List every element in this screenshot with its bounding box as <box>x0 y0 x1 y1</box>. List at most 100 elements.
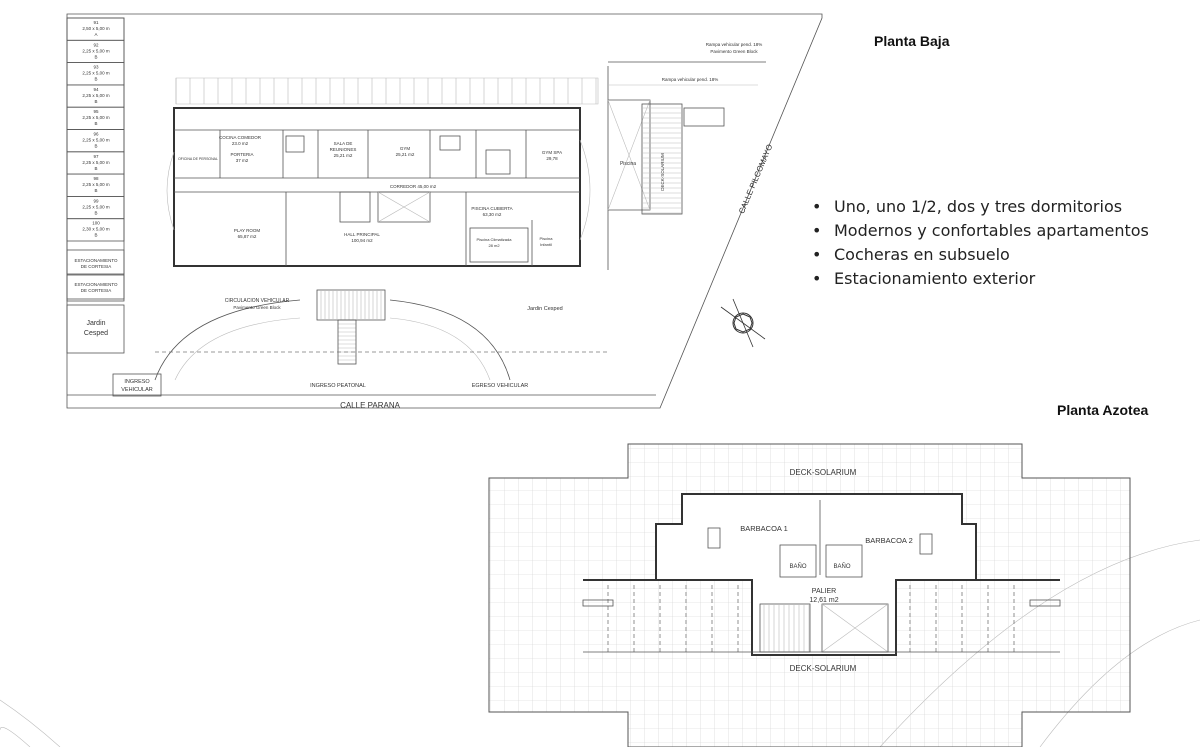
parking-spot-num: 93 <box>93 65 99 70</box>
ingreso-vehicular-label-1: INGRESO <box>124 379 150 385</box>
piscina-cubierta-label-1: PISCINA CUBIERTA <box>471 206 512 211</box>
parking-spot-type: A <box>94 32 97 37</box>
gym-spa-label-2: 29,78 <box>546 156 558 161</box>
gym-label-1: GYM <box>400 146 411 151</box>
piscina-label: Piscina <box>620 161 636 167</box>
feature-item: Uno, uno 1/2, dos y tres dormitorios <box>812 196 1149 217</box>
sala-label-2: REUNIONES <box>330 147 357 152</box>
sala-label-3: 25,21 m2 <box>334 153 353 158</box>
parking-spot-num: 95 <box>93 109 99 114</box>
roof-deck-dividers <box>583 585 1060 653</box>
ramp-top-label-1: Rampa vehicular pend. 18% <box>706 42 763 47</box>
parking-spot-num: 92 <box>93 42 99 47</box>
feature-item: Cocheras en subsuelo <box>812 244 1149 265</box>
courtesy-parking-label-1a: ESTACIONAMIENTO <box>74 258 118 263</box>
jardin-left <box>66 304 125 354</box>
parking-spot-size: 2,25 x 5,00 m <box>82 138 110 143</box>
parking-spot-num: 91 <box>93 20 99 25</box>
roof-skylight-left <box>582 599 614 607</box>
parking-spot-num: 96 <box>93 132 99 137</box>
porteria-label-2: 37 m2 <box>236 158 249 163</box>
parking-spot-type: B <box>94 166 97 171</box>
ramp-mid-label: Rampa vehicular pend. 18% <box>662 77 719 82</box>
parking-spot-type: B <box>94 77 97 82</box>
parking-spot-num: 99 <box>93 198 99 203</box>
parking-spot-type: B <box>94 233 97 238</box>
parking-spot-size: 2,25 x 5,00 m <box>82 204 110 209</box>
sala-label-1: SALA DE <box>334 141 353 146</box>
building <box>166 107 591 267</box>
courtesy-parking-label-2b: DE CORTESIA <box>81 288 111 293</box>
cocina-label-2: 23.0 m2 <box>232 141 249 146</box>
jardin-left-label-1: Jardin <box>86 320 105 327</box>
calle-parana-label: CALLE PARANA <box>340 401 401 410</box>
parking-spot-size: 2,25 x 5,00 m <box>82 115 110 120</box>
roof-structure <box>583 493 1060 656</box>
top-parking-row <box>175 77 599 105</box>
courtesy-parking-box <box>66 274 125 300</box>
parking-spot-type: B <box>94 99 97 104</box>
palier-label-2: 12,61 m2 <box>809 597 838 604</box>
piscina-infantil-label-2: Infantil <box>540 242 552 247</box>
feature-item: Modernos y confortables apartamentos <box>812 220 1149 241</box>
barbacoa-1-label: BARBACOA 1 <box>740 524 788 533</box>
roof-skylight-right <box>1029 599 1061 607</box>
play-room-label-2: 65,87 m2 <box>238 234 257 239</box>
planta-azotea-title: Planta Azotea <box>1057 402 1149 418</box>
feature-list: Uno, uno 1/2, dos y tres dormitorios Mod… <box>812 196 1149 292</box>
parking-spot-size: 2,25 x 5,00 m <box>82 48 110 53</box>
jardin-left-label-2: Cesped <box>84 330 108 337</box>
egreso-vehicular-label: EGRESO VEHICULAR <box>472 383 529 389</box>
piscina-cubierta-label-2: 63,30 m2 <box>483 212 502 217</box>
palier-label-1: PALIER <box>812 588 836 595</box>
porteria-label-1: PORTERIA <box>231 152 254 157</box>
ingreso-vehicular-label-2: VEHICULAR <box>121 387 153 393</box>
deck-solarium-bottom: DECK-SOLARIUM <box>790 664 857 673</box>
parking-spot-type: B <box>94 54 97 59</box>
deck-solarium-ground-label: DECK-SOLARIUM <box>660 153 665 191</box>
bano-1-label: BAÑO <box>789 563 806 570</box>
courtesy-parking-label-2a: ESTACIONAMIENTO <box>74 282 118 287</box>
parking-spot-type: B <box>94 210 97 215</box>
parking-spot-size: 2,50 x 5,00 m <box>82 26 110 31</box>
corredor-label: CORREDOR 45,00 m2 <box>390 184 437 189</box>
ramp-top-label-2: Pavimento Green Block <box>710 49 758 54</box>
planta-baja-title: Planta Baja <box>874 33 950 49</box>
piscina-infantil-label-1: Piscina <box>540 236 554 241</box>
parking-spot-num: 97 <box>93 154 99 159</box>
parking-spot <box>66 218 125 242</box>
parking-spot-type: B <box>94 121 97 126</box>
compass-icon <box>720 298 766 348</box>
parking-spot-type: B <box>94 144 97 149</box>
gym-label-2: 25,21 m2 <box>396 152 415 157</box>
parking-spot-type: B <box>94 188 97 193</box>
play-room-label-1: PLAY ROOM <box>234 228 261 233</box>
parking-spot-num: 94 <box>93 87 99 92</box>
piscina-climatizada-label-1: Piscina Climatizada <box>477 237 513 242</box>
bano-2-label: BAÑO <box>833 563 850 570</box>
parking-spot-size: 2,30 x 5,00 m <box>82 227 110 232</box>
courtesy-parking-box <box>66 249 125 275</box>
parking-spot-num: 98 <box>93 176 99 181</box>
feature-item: Estacionamiento exterior <box>812 268 1149 289</box>
piscina-climatizada-label-2: 28 m2 <box>488 243 500 248</box>
courtesy-parking-label-1b: DE CORTESIA <box>81 264 111 269</box>
parking-spot-size: 2,25 x 5,00 m <box>82 160 110 165</box>
circulation-label-2: Pavimento Green Block <box>233 305 281 310</box>
oficina-label: OFICINA DE PERSONAL <box>178 157 218 161</box>
parking-spot-size: 2,25 x 5,00 m <box>82 182 110 187</box>
circulation-label-1: CIRCULACION VEHICULAR <box>225 298 290 304</box>
hall-label-1: HALL PRINCIPAL <box>344 232 380 237</box>
deck-solarium-top: DECK-SOLARIUM <box>790 468 857 477</box>
cocina-label-1: COCINA COMEDOR <box>219 135 262 140</box>
ingreso-peatonal-label: INGRESO PEATONAL <box>310 383 366 389</box>
barbacoa-2-label: BARBACOA 2 <box>865 536 913 545</box>
gym-spa-label-1: GYM SPA <box>542 150 562 155</box>
parking-spot-num: 100 <box>92 221 100 226</box>
jardin-right-label: Jardin Cesped <box>527 306 562 312</box>
parking-spot-size: 2,25 x 5,00 m <box>82 93 110 98</box>
parking-spot-size: 2,25 x 5,00 m <box>82 71 110 76</box>
